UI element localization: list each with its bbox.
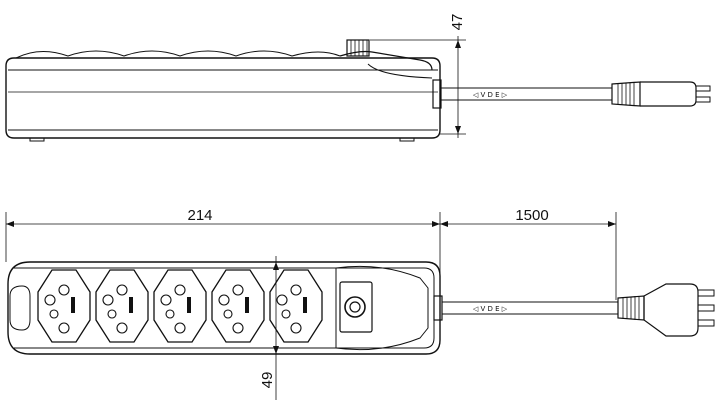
side-view-plug-icon bbox=[611, 81, 711, 107]
cable-marking-bottom: ◁ V D E ▷ bbox=[473, 305, 508, 313]
switch-icon bbox=[339, 281, 373, 333]
socket-2-icon bbox=[95, 269, 149, 343]
socket-5-icon bbox=[269, 269, 323, 343]
switch-knob-icon bbox=[346, 39, 370, 57]
top-view-body bbox=[7, 261, 443, 355]
side-view-body bbox=[5, 50, 442, 142]
dimension-width-label: 49 bbox=[259, 372, 276, 389]
socket-4-icon bbox=[211, 269, 265, 343]
socket-3-icon bbox=[153, 269, 207, 343]
dimension-height: 47 bbox=[370, 14, 466, 138]
top-view-plug-icon bbox=[617, 283, 715, 337]
dimension-cable-length-label: 1500 bbox=[515, 207, 548, 224]
top-view: 214 1500 bbox=[5, 207, 715, 400]
dimension-height-label: 47 bbox=[449, 14, 466, 31]
side-view-cable: ◁ V D E ▷ bbox=[441, 87, 612, 101]
side-view: ◁ V D E ▷ 47 bbox=[5, 14, 711, 142]
dimension-width: 49 bbox=[259, 256, 279, 400]
socket-1-icon bbox=[37, 269, 91, 343]
top-view-cable: ◁ V D E ▷ bbox=[442, 301, 618, 315]
dimension-length: 214 1500 bbox=[5, 207, 617, 300]
dimension-body-length-label: 214 bbox=[187, 207, 212, 224]
cable-marking-top: ◁ V D E ▷ bbox=[473, 91, 508, 99]
